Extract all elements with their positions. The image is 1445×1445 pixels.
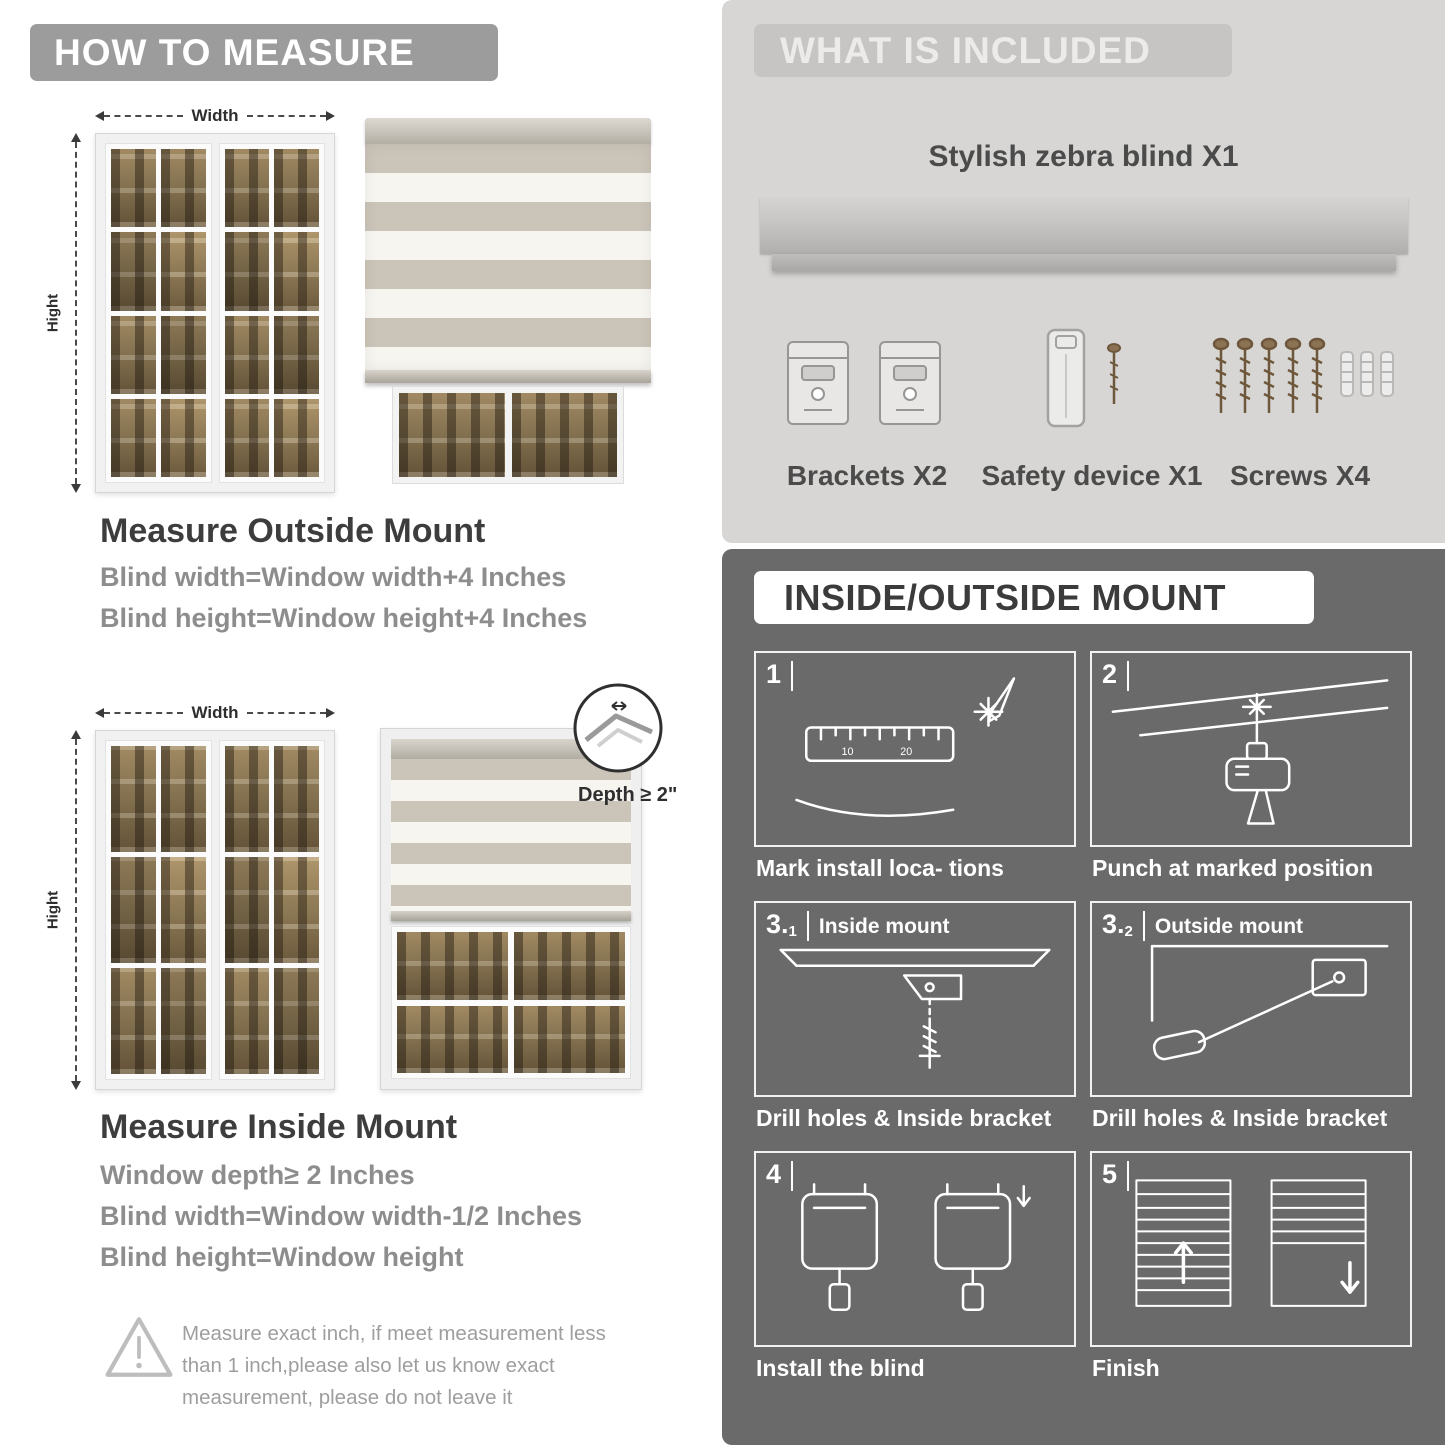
outside-bracket-illustration	[1092, 903, 1410, 1095]
step-panel-3-1: 3.1 Inside mount	[754, 901, 1076, 1097]
step-number: 3.1 Inside mount	[766, 909, 950, 941]
depth-label: Depth ≥ 2"	[578, 784, 678, 806]
arrow-up-icon	[71, 730, 81, 739]
blind-bottomrail	[391, 911, 631, 921]
step-panel-3-2: 3.2 Outside mount	[1090, 901, 1412, 1097]
inside-bracket-illustration	[756, 903, 1074, 1095]
window-illustration-inside	[95, 730, 335, 1090]
step-number: 2	[1102, 661, 1139, 691]
how-to-measure-header: HOW TO MEASURE	[30, 24, 498, 81]
measurement-warning-text: Measure exact inch, if meet measurement …	[182, 1322, 606, 1409]
brackets-icon	[787, 341, 941, 425]
warning-triangle-icon	[105, 1317, 173, 1377]
brackets-label: Brackets X2	[786, 460, 948, 491]
step-number: 1	[766, 661, 803, 691]
blind-headrail	[365, 118, 651, 144]
blind-stripes	[365, 144, 651, 370]
what-is-included-section: WHAT IS INCLUDED Stylish zebra blind X1	[722, 0, 1445, 543]
finished-blind-illustration	[1092, 1153, 1410, 1345]
install-blind-illustration	[756, 1153, 1074, 1345]
step-panel-4: 4	[754, 1151, 1076, 1347]
step-panel-5: 5	[1090, 1151, 1412, 1347]
arrow-down-icon	[71, 1081, 81, 1090]
inside-rule-height: Blind height=Window height	[100, 1242, 464, 1272]
step-caption: Drill holes & Inside bracket	[1092, 1105, 1388, 1131]
svg-text:20: 20	[900, 746, 912, 758]
blind-headrail	[391, 739, 631, 759]
drill-illustration	[1092, 653, 1410, 845]
blind-bottomrail	[365, 370, 651, 383]
arrow-left-icon	[95, 708, 104, 718]
window-panes-below	[391, 926, 631, 1079]
inside-rule-width: Blind width=Window width-1/2 Inches	[100, 1201, 583, 1231]
step-number: 4	[766, 1161, 803, 1191]
step-caption: Mark install loca- tions	[756, 855, 1004, 881]
arrow-up-icon	[71, 133, 81, 142]
outside-mount-title: Measure Outside Mount	[100, 512, 486, 550]
mount-instructions-section: INSIDE/OUTSIDE MOUNT 1 10 20 Mark instal…	[722, 549, 1445, 1445]
zebra-blind-illustration-inside	[380, 728, 642, 1090]
arrow-right-icon	[326, 708, 335, 718]
outside-rule-height: Blind height=Window height+4 Inches	[100, 603, 588, 633]
mount-header: INSIDE/OUTSIDE MOUNT	[754, 571, 1314, 624]
height-arrow-inside: Hight	[45, 730, 84, 1090]
step-caption: Punch at marked position	[1092, 855, 1374, 881]
svg-text:10: 10	[842, 746, 854, 758]
step-caption: Drill holes & Inside bracket	[756, 1105, 1052, 1131]
width-label: Width	[191, 106, 239, 125]
window-below-blind	[392, 386, 624, 484]
safety-device-label: Safety device X1	[981, 460, 1203, 491]
screws-label: Screws X4	[1229, 460, 1371, 491]
arrow-down-icon	[71, 484, 81, 493]
width-arrow-outside: Width	[95, 106, 335, 126]
height-label: Hight	[44, 293, 62, 333]
depth-detail-magnifier-icon	[573, 683, 663, 773]
what-is-included-header: WHAT IS INCLUDED	[754, 24, 1232, 77]
width-label: Width	[191, 703, 239, 722]
step-panel-1: 1 10 20	[754, 651, 1076, 847]
step-caption: Install the blind	[756, 1355, 925, 1381]
step-caption: Finish	[1092, 1355, 1160, 1381]
height-arrow-outside: Hight	[45, 133, 84, 493]
arrow-right-icon	[326, 111, 335, 121]
zebra-blind-illustration-outside	[365, 118, 651, 490]
inside-rule-depth: Window depth≥ 2 Inches	[100, 1160, 415, 1190]
safety-device-icon	[1046, 328, 1121, 428]
step-panel-2: 2	[1090, 651, 1412, 847]
blind-stripes	[391, 759, 631, 911]
mark-location-illustration: 10 20	[756, 653, 1074, 845]
step-number: 3.2 Outside mount	[1102, 909, 1304, 941]
product-label: Stylish zebra blind X1	[928, 140, 1239, 173]
arrow-left-icon	[95, 111, 104, 121]
window-illustration-outside	[95, 133, 335, 493]
height-label: Hight	[44, 890, 62, 930]
width-arrow-inside: Width	[95, 703, 335, 723]
inside-mount-title: Measure Inside Mount	[100, 1108, 458, 1146]
screws-icon	[1212, 337, 1394, 413]
outside-rule-width: Blind width=Window width+4 Inches	[100, 562, 567, 592]
blind-headrail-illustration	[760, 198, 1408, 271]
step-number: 5	[1102, 1161, 1139, 1191]
